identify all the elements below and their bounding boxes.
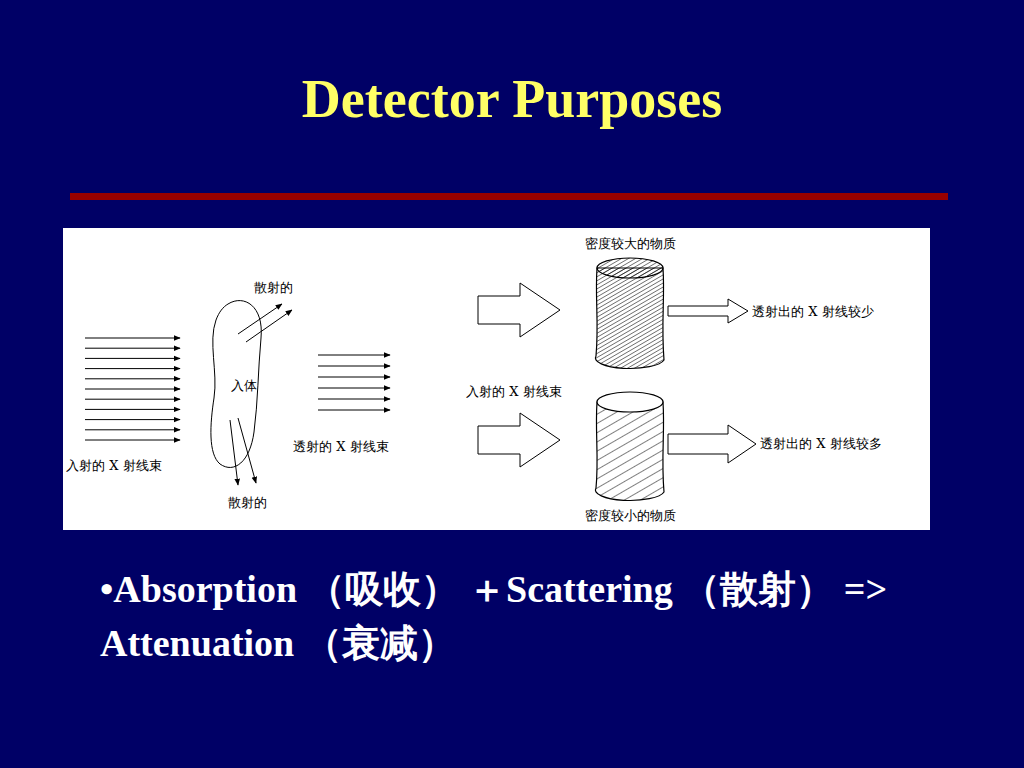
- beam-ray: [85, 419, 180, 420]
- beam-label: 入射的 X 射线束: [466, 384, 562, 400]
- body-outline: 入体: [206, 298, 282, 474]
- scatter-arrow: [238, 418, 256, 483]
- beam-ray: [85, 378, 180, 379]
- beam-ray: [85, 368, 180, 369]
- body-label: 入体: [206, 378, 282, 394]
- beam-ray: [85, 440, 180, 441]
- cylinder-top: [597, 258, 663, 278]
- output-label: 透射出的 X 射线较多: [760, 436, 882, 452]
- cylinder-shape: [590, 390, 670, 504]
- beam-ray: [85, 429, 180, 430]
- incident-hollow-arrow: [478, 283, 560, 337]
- beam-ray: [318, 355, 390, 356]
- title-rule: [70, 193, 948, 200]
- material-cylinder: 密度较小的物质: [581, 390, 680, 524]
- slide-title: Detector Purposes: [0, 66, 1024, 132]
- bullet-text: •Absorption （吸收） ＋Scattering （散射） => Att…: [100, 562, 930, 670]
- output-arrow-large: [668, 425, 756, 463]
- output-label: 透射出的 X 射线较少: [752, 304, 874, 320]
- beam-ray: [318, 388, 390, 389]
- material-cylinder: 密度较大的物质: [581, 236, 680, 372]
- beam-ray: [85, 338, 180, 339]
- incident-beam: [85, 338, 180, 440]
- scatter-arrow: [246, 310, 292, 342]
- output-arrow-small: [668, 299, 748, 323]
- beam-ray: [318, 366, 390, 367]
- beam-label: 透射的 X 射线束: [293, 439, 389, 455]
- beam-ray: [318, 410, 390, 411]
- beam-ray: [85, 399, 180, 400]
- cylinder-shape: [590, 256, 670, 372]
- transmitted-beam: [318, 355, 390, 410]
- scatter-label: 散射的: [228, 495, 267, 511]
- scatter-label: 散射的: [254, 280, 293, 296]
- material-label: 密度较大的物质: [585, 236, 676, 252]
- material-label: 密度较小的物质: [585, 508, 676, 524]
- cylinder-side: [595, 268, 664, 368]
- cylinder-side: [595, 402, 664, 500]
- beam-ray: [318, 399, 390, 400]
- beam-ray: [85, 389, 180, 390]
- figure-panel: [63, 228, 930, 530]
- beam-ray: [85, 409, 180, 410]
- incident-hollow-arrow: [478, 413, 560, 467]
- beam-ray: [85, 358, 180, 359]
- scatter-arrow: [230, 420, 238, 485]
- beam-ray: [318, 377, 390, 378]
- cylinder-top: [597, 392, 663, 412]
- beam-label: 入射的 X 射线束: [66, 458, 162, 474]
- beam-ray: [85, 348, 180, 349]
